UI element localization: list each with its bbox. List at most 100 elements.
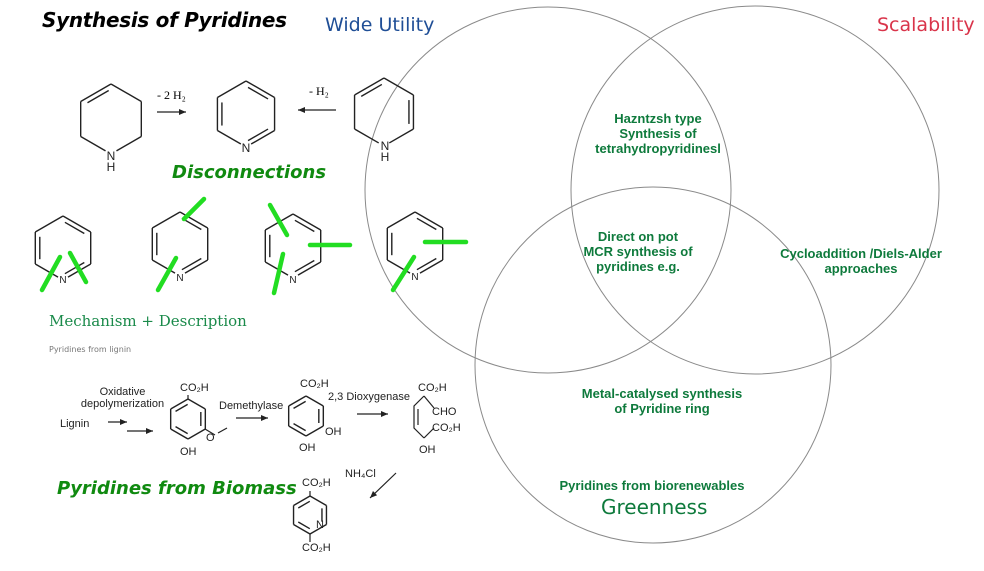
bond xyxy=(297,261,322,276)
group-co2h: CO₂H xyxy=(302,477,331,489)
group-oh: OH xyxy=(325,426,342,438)
bond xyxy=(292,213,322,231)
double-bond xyxy=(293,400,307,410)
arrow-lignin-2-head xyxy=(146,428,153,434)
disconnection-mark xyxy=(67,250,89,285)
double-bond xyxy=(297,521,311,530)
bond xyxy=(288,395,307,407)
group-oh: OH xyxy=(299,442,316,454)
atom-h: H xyxy=(107,160,116,174)
bond xyxy=(354,128,380,144)
double-bond xyxy=(297,500,311,509)
arrow-dioxygenase-head xyxy=(381,411,388,417)
label-line: depolymerization xyxy=(80,398,165,410)
region-all-three: Direct on pot MCR synthesis of pyridines… xyxy=(578,229,698,274)
mechanism-heading: Mechanism + Description xyxy=(49,312,247,330)
double-bond xyxy=(247,128,269,142)
group-o: O xyxy=(206,432,215,444)
bond xyxy=(116,135,142,152)
atom-h: H xyxy=(381,150,390,164)
bond xyxy=(423,427,435,439)
double-bond xyxy=(175,425,189,435)
dihydropyridine-ring xyxy=(353,77,415,144)
bond xyxy=(187,428,206,440)
atom-n: N xyxy=(242,141,251,155)
bond xyxy=(80,135,106,152)
region-biorenewables: Pyridines from biorenewables xyxy=(559,478,745,493)
bond xyxy=(184,259,209,274)
pyridine-ring xyxy=(216,80,276,145)
bond xyxy=(187,398,206,410)
demethylase-label: Demethylase xyxy=(219,400,284,412)
bond xyxy=(386,211,416,229)
double-bond xyxy=(294,219,315,233)
nh4cl-label: NH₄Cl xyxy=(345,468,376,480)
disconnection-ring-3 xyxy=(264,213,322,276)
region-scalability-greenness: Cycloaddition /Diels-Alder approaches xyxy=(770,246,952,276)
bond xyxy=(217,427,228,434)
arrow-right-head xyxy=(179,109,186,115)
bond xyxy=(388,128,414,144)
disconnection-mark xyxy=(267,202,290,238)
bond xyxy=(179,211,209,229)
bond xyxy=(245,80,275,99)
bond xyxy=(250,129,275,145)
arrow-label-minus-h2: - H₂ xyxy=(309,84,329,98)
bond xyxy=(170,398,189,410)
arrow-nh4cl-head xyxy=(370,490,378,498)
group-oh: OH xyxy=(180,446,197,458)
double-bond xyxy=(416,217,437,231)
arrow-demethylase-head xyxy=(261,415,268,421)
venn-circle-scalability xyxy=(570,5,940,375)
group-co2h: CO₂H xyxy=(300,378,329,390)
bond xyxy=(217,129,242,145)
bond xyxy=(383,77,414,96)
dioxygenase-label: 2,3 Dioxygenase xyxy=(328,391,410,403)
arrow-label-minus-2h2: - 2 H₂ xyxy=(157,88,186,102)
vanillic-acid-ring xyxy=(169,398,207,440)
double-bond xyxy=(87,89,110,104)
bond xyxy=(204,428,216,436)
lignin-caption: Pyridines from lignin xyxy=(49,345,132,354)
bond xyxy=(288,425,307,437)
bond xyxy=(419,259,444,274)
lignin-label: Lignin xyxy=(60,418,90,430)
region-line: Synthesis of xyxy=(619,126,697,141)
bond xyxy=(423,395,435,409)
double-bond xyxy=(416,257,437,271)
disconnection-mark xyxy=(155,255,179,293)
double-bond xyxy=(64,261,85,275)
disconnection-ring-1 xyxy=(34,215,92,278)
bond xyxy=(110,83,142,103)
set-label-greenness: Greenness xyxy=(601,495,708,519)
bond xyxy=(309,495,327,507)
region-line: Direct on pot xyxy=(597,229,679,244)
label-line: Oxidative xyxy=(99,386,146,398)
disconnection-mark xyxy=(39,254,63,293)
region-line: Hazntzsh type xyxy=(614,111,702,126)
bond xyxy=(217,80,247,99)
atom-n: N xyxy=(411,272,418,283)
region-line: Cycloaddition /Diels-Alder xyxy=(780,246,942,261)
disconnection-mark xyxy=(390,254,417,293)
bond xyxy=(62,215,92,233)
biomass-heading: Pyridines from Biomass xyxy=(57,478,297,499)
protocatechuic-acid-ring xyxy=(287,395,325,437)
bond xyxy=(34,263,59,278)
region-line: approaches xyxy=(824,261,898,276)
group-co2h: CO₂H xyxy=(180,382,209,394)
venn-circle-wide-utility xyxy=(364,6,732,374)
double-bond xyxy=(64,221,85,235)
disconnections-heading: Disconnections xyxy=(172,162,327,183)
open-chain xyxy=(413,395,425,439)
bond xyxy=(309,523,327,535)
venn-circle-greenness xyxy=(474,186,832,544)
region-line: Metal-catalysed synthesis xyxy=(581,386,743,401)
bond xyxy=(414,211,444,229)
atom-n: N xyxy=(176,273,183,284)
bond xyxy=(305,425,324,437)
group-co2h: CO₂H xyxy=(302,542,331,554)
pyridine-dicarboxylic-ring xyxy=(292,495,328,535)
disconnection-mark xyxy=(181,196,207,222)
